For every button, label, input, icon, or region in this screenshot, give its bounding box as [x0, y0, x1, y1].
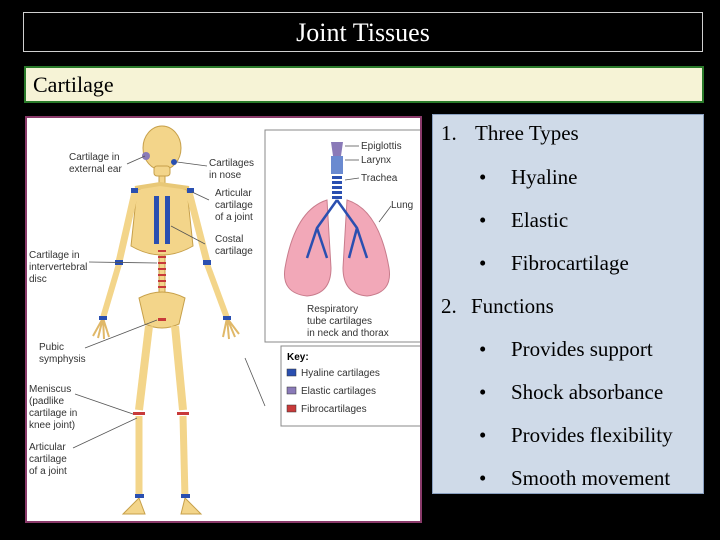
ankle-left [135, 494, 144, 498]
skeleton-cartilage-figure: Cartilage in external ear Cartilages in … [25, 116, 422, 523]
disc-2 [158, 256, 166, 258]
label-external-ear: Cartilage in external ear [69, 152, 122, 175]
wrist-right [223, 316, 231, 320]
key-swatch-elastic [286, 386, 297, 395]
right-humerus [185, 191, 211, 263]
color-key: Key: Hyaline cartilages Elastic cartilag… [280, 345, 420, 427]
left-forearm [100, 263, 122, 319]
bullet-icon: • [479, 337, 487, 361]
wrist-left [99, 316, 107, 320]
label-nose: Cartilages in nose [209, 158, 257, 181]
bullet-icon: • [479, 380, 487, 404]
disc-4 [158, 268, 166, 270]
label-pubic: Pubic symphysis [39, 342, 86, 365]
key-label-elastic: Elastic cartilages [301, 386, 376, 397]
leader-lines [72, 155, 266, 449]
label-costal: Costal cartilage [215, 234, 253, 257]
bullet-icon: • [479, 251, 487, 275]
shoulder-right [187, 188, 194, 193]
ankle-right [181, 494, 190, 498]
bullet-icon: • [479, 165, 487, 189]
bullet-text: Smooth movement [511, 466, 671, 490]
section-number: 1. [441, 121, 457, 145]
jaw [153, 165, 171, 177]
skeleton-diagram: Cartilage in external ear Cartilages in … [29, 125, 420, 515]
slide-subtitle: Cartilage [24, 66, 704, 103]
bullet-text: Elastic [511, 208, 569, 232]
ear-cartilage [142, 152, 150, 160]
right-femur [171, 325, 187, 411]
section-title: Functions [471, 294, 554, 318]
bullet-icon: • [479, 466, 487, 490]
bullet-text: Fibrocartilage [511, 251, 629, 275]
disc-1 [158, 250, 166, 252]
right-hand [222, 317, 240, 340]
key-title: Key: [287, 352, 309, 363]
label-respiratory: Respiratory tube cartilages in neck and … [307, 304, 389, 339]
meniscus-left [133, 412, 145, 415]
bullet-text: Provides flexibility [511, 423, 673, 447]
epiglottis-shape [331, 142, 343, 156]
label-meniscus: Meniscus (padlike cartilage in knee join… [29, 384, 80, 431]
key-label-hyaline: Hyaline cartilages [301, 368, 380, 379]
section-title: Three Types [475, 121, 579, 145]
bronchi [305, 199, 369, 259]
left-hand [92, 317, 110, 340]
pelvis [138, 291, 186, 329]
hyaline-marks [99, 159, 231, 498]
costal-right [165, 196, 170, 244]
bullet-text: Shock absorbance [511, 380, 664, 404]
right-tibia [179, 415, 189, 499]
key-swatch-hyaline [286, 368, 297, 377]
label-articular-bottom: Articular cartilage of a joint [29, 442, 70, 477]
shoulder-left [131, 188, 138, 193]
bullet-text: Hyaline [511, 165, 578, 189]
meniscus-right [177, 412, 189, 415]
nose-cartilage [171, 159, 177, 165]
disc-3 [158, 262, 166, 264]
key-label-fibro: Fibrocartilages [301, 404, 367, 415]
larynx-shape [331, 156, 343, 174]
label-epiglottis: Epiglottis [361, 141, 402, 152]
slide-title: Joint Tissues [23, 12, 703, 52]
disc-5 [158, 274, 166, 276]
section-number: 2. [441, 294, 457, 318]
label-larynx: Larynx [361, 155, 391, 166]
bullet-icon: • [479, 208, 487, 232]
disc-6 [158, 280, 166, 282]
elbow-right [203, 260, 211, 265]
label-trachea: Trachea [361, 173, 398, 184]
bullet-icon: • [479, 423, 487, 447]
key-swatch-fibro [286, 404, 297, 413]
left-femur [135, 325, 153, 411]
costal-left [154, 196, 159, 244]
fibro-marks [133, 250, 189, 415]
bullet-text: Provides support [511, 337, 653, 361]
right-foot [180, 497, 203, 515]
label-lung: Lung [391, 200, 413, 211]
right-forearm [204, 262, 230, 320]
ribcage [130, 184, 194, 256]
skeleton [92, 125, 240, 515]
content-panel: 1. Three Types • Hyaline • Elastic • Fib… [432, 114, 704, 494]
left-humerus [115, 191, 139, 263]
trachea-rings [332, 176, 342, 199]
respiratory-inset: Epiglottis Larynx Trachea Lung Respirato… [264, 129, 420, 343]
pubic-symphysis-mark [158, 318, 166, 321]
left-foot [121, 497, 146, 515]
disc-7 [158, 286, 166, 288]
label-intervertebral: Cartilage in intervertebral disc [29, 250, 90, 285]
label-articular-top: Articular cartilage of a joint [215, 188, 256, 223]
clavicles [134, 181, 190, 190]
